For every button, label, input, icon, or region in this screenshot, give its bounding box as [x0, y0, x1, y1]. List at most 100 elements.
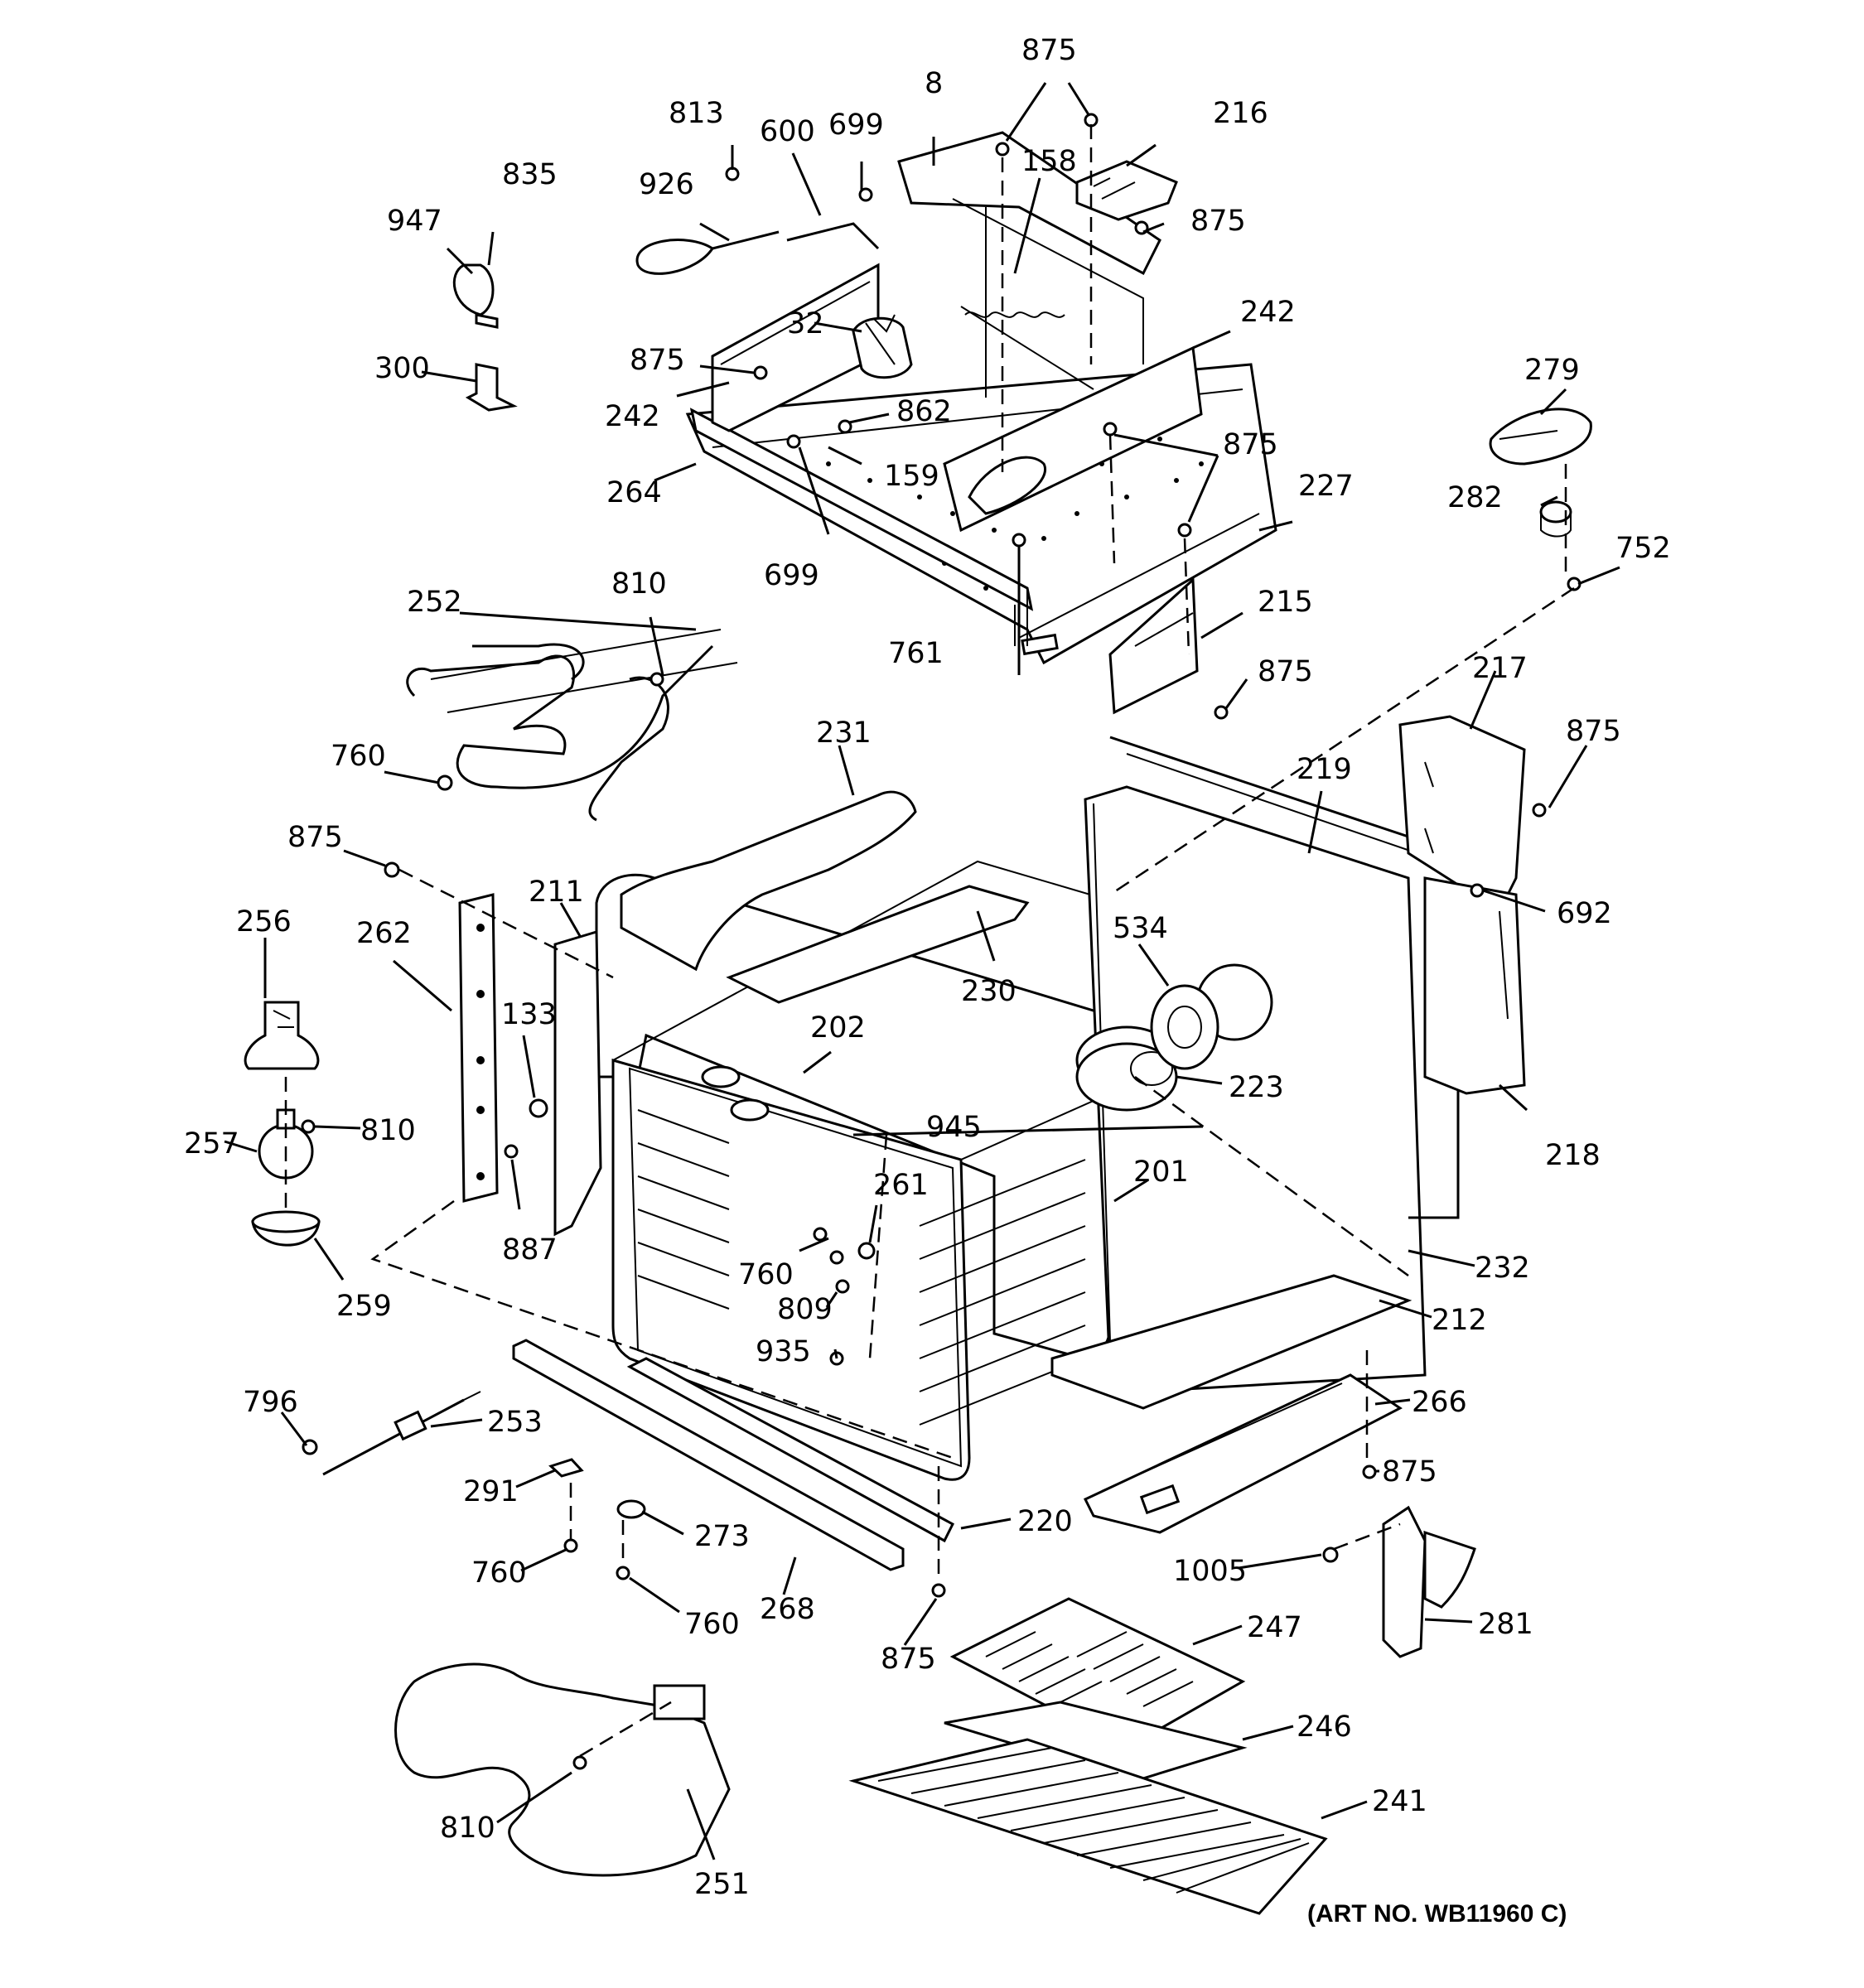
latch-291 [548, 1458, 584, 1478]
callout-201: 201 [1133, 1156, 1189, 1189]
callout-241: 241 [1372, 1785, 1427, 1818]
callout-227: 227 [1298, 470, 1354, 503]
alignment-lines [284, 124, 1575, 1758]
callout-699: 699 [764, 559, 819, 592]
callout-875: 875 [1021, 34, 1077, 67]
leader-lines [224, 82, 1620, 1860]
rear-panel-8 [897, 131, 1161, 398]
control-housing-217 [1398, 715, 1526, 914]
callout-760: 760 [331, 740, 386, 773]
callout-217: 217 [1472, 652, 1528, 685]
rail-264 [689, 408, 1034, 646]
cooling-fan-assembly [635, 222, 1094, 390]
callout-273: 273 [694, 1520, 750, 1553]
callout-813: 813 [669, 97, 724, 130]
trim-strip-262 [458, 893, 499, 1203]
bottom-strip-220 [626, 1357, 954, 1543]
callout-264: 264 [606, 476, 662, 509]
callout-259: 259 [336, 1290, 392, 1323]
callout-279: 279 [1524, 354, 1580, 387]
callout-211: 211 [529, 876, 584, 909]
callout-202: 202 [810, 1011, 866, 1045]
callout-215: 215 [1258, 586, 1313, 619]
callout-692: 692 [1557, 897, 1612, 930]
bottom-tray-212 [1050, 1274, 1412, 1410]
callout-291: 291 [463, 1475, 519, 1508]
callout-232: 232 [1475, 1252, 1530, 1285]
bracket-215 [1108, 577, 1199, 715]
bake-element-252 [406, 629, 738, 822]
outer-wrapper-219 [1084, 736, 1460, 1393]
knob-base-282 [1539, 500, 1572, 538]
callout-835: 835 [502, 158, 558, 191]
art-number: (ART NO. WB11960 C) [1307, 1900, 1567, 1928]
callout-534: 534 [1113, 912, 1168, 945]
callout-862: 862 [896, 395, 952, 428]
callout-875: 875 [287, 821, 343, 854]
panel-218 [1423, 876, 1526, 1095]
callout-926: 926 [639, 168, 694, 201]
callout-810: 810 [611, 567, 667, 601]
callout-875: 875 [630, 344, 685, 377]
vent-cap-216 [1075, 160, 1178, 221]
callout-labels: 875 8 216 813 600 699 835 926 158 947 87… [184, 34, 1671, 1901]
callout-247: 247 [1247, 1611, 1302, 1644]
callout-875: 875 [1190, 205, 1246, 238]
thermostat-947 [452, 263, 499, 329]
callout-257: 257 [184, 1127, 239, 1160]
oven-rack-241 [848, 1738, 1328, 1915]
callout-242: 242 [605, 400, 660, 433]
callout-875: 875 [1382, 1455, 1437, 1489]
callout-220: 220 [1017, 1505, 1073, 1538]
callout-281: 281 [1478, 1608, 1533, 1641]
foot-273 [616, 1499, 646, 1519]
callout-282: 282 [1447, 481, 1503, 514]
knob-279 [1489, 408, 1592, 466]
light-lens-259 [251, 1210, 321, 1247]
callout-218: 218 [1545, 1139, 1601, 1172]
oven-cavity [611, 860, 1128, 1481]
callout-212: 212 [1432, 1304, 1487, 1337]
callout-268: 268 [760, 1593, 815, 1626]
side-bracket-242-left [711, 263, 880, 432]
top-trim-230 [726, 885, 1030, 1004]
callout-216: 216 [1213, 97, 1268, 130]
callout-8: 8 [925, 67, 943, 100]
callout-300: 300 [374, 352, 430, 385]
callout-223: 223 [1229, 1071, 1284, 1104]
callout-699: 699 [828, 109, 884, 142]
bottom-pan-266 [1083, 1373, 1403, 1534]
callout-133: 133 [501, 998, 557, 1031]
callout-947: 947 [387, 205, 442, 238]
callout-266: 266 [1412, 1386, 1467, 1419]
callout-262: 262 [356, 917, 412, 950]
callout-760: 760 [471, 1556, 527, 1590]
callout-219: 219 [1297, 753, 1352, 786]
callout-935: 935 [756, 1335, 811, 1368]
sensor-253 [322, 1391, 481, 1476]
callout-231: 231 [816, 717, 872, 750]
light-socket-256 [244, 1001, 320, 1070]
callout-875: 875 [1258, 655, 1313, 688]
callout-251: 251 [694, 1868, 750, 1901]
callout-261: 261 [873, 1169, 929, 1202]
callout-246: 246 [1297, 1711, 1352, 1744]
light-bulb-257 [258, 1108, 314, 1180]
bracket-300 [465, 363, 518, 412]
callout-1005: 1005 [1173, 1555, 1247, 1588]
callout-159: 159 [884, 460, 939, 493]
callout-875: 875 [1566, 715, 1621, 748]
callout-945: 945 [926, 1111, 982, 1144]
callout-252: 252 [407, 586, 462, 619]
bracket-211 [553, 929, 602, 1237]
callout-242: 242 [1240, 296, 1296, 329]
callout-230: 230 [961, 975, 1017, 1008]
callout-600: 600 [760, 115, 815, 148]
top-trim-231 [620, 790, 917, 972]
callout-752: 752 [1615, 532, 1671, 565]
callout-158: 158 [1021, 145, 1077, 178]
callout-796: 796 [243, 1386, 298, 1419]
callout-32: 32 [787, 307, 824, 340]
callout-760: 760 [684, 1608, 740, 1641]
